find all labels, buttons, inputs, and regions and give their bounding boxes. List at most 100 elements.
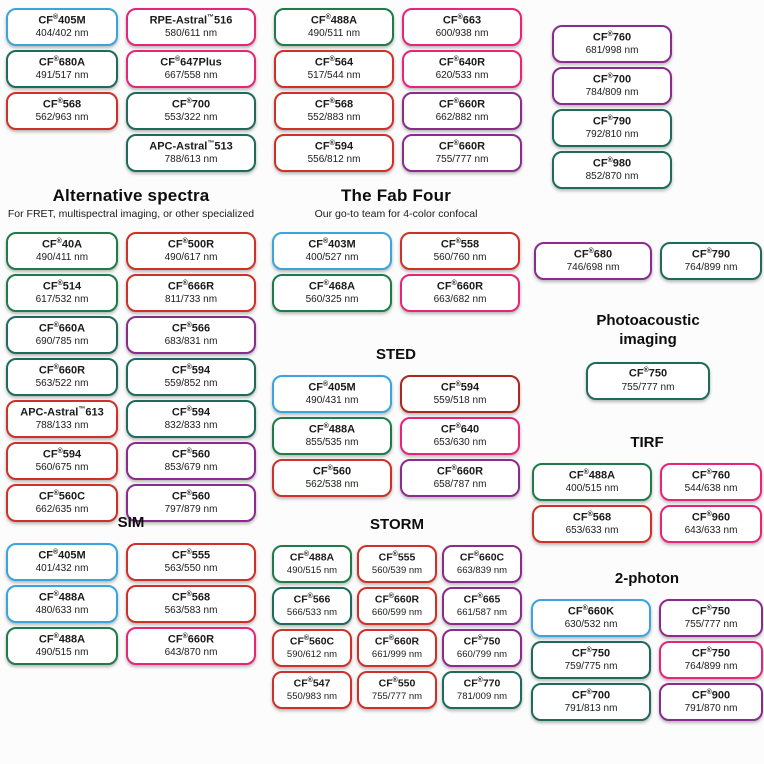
dye-name: CF®700 [571,688,611,702]
dye-name: CF®790 [592,114,632,128]
dye-name: CF®680 [573,247,613,261]
dye-wavelengths: 792/810 nm [585,129,639,141]
section-title: 2-photon [614,570,680,587]
dye-name: CF®900 [691,688,731,702]
dye-name: CF®700 [171,97,211,111]
dye-wavelengths: 620/533 nm [435,70,489,82]
section-title: The Fab Four [340,186,452,205]
dye-wavelengths: 643/633 nm [684,525,738,537]
dye-name: CF®660R [438,139,486,153]
dye-name: CF®660R [438,97,486,111]
section-fab-four: The Fab Four Our go-to team for 4-color … [272,186,520,312]
dye-wavelengths: 660/599 nm [371,607,423,619]
dye-wavelengths: 490/431 nm [305,395,359,407]
dye-wavelengths: 755/777 nm [621,381,675,393]
dye-name: CF®647Plus [160,55,222,69]
dye-wavelengths: 855/535 nm [305,437,359,449]
dye-wavelengths: 853/679 nm [164,462,218,474]
dye-wavelengths: 563/583 nm [164,605,218,617]
dye-wavelengths: 401/432 nm [35,563,89,575]
dye-name: CF®514 [42,279,82,293]
dye-wavelengths: 559/518 nm [433,395,487,407]
dye-name: CF®555 [378,551,416,564]
dye-wavelengths: 667/558 nm [164,70,218,82]
dye-name: CF®564 [314,55,354,69]
dye-wavelengths: 560/760 nm [433,252,487,264]
dye-wavelengths: 552/883 nm [307,112,361,124]
dye-wavelengths: 480/633 nm [35,605,89,617]
dye-name: CF®405M [308,380,356,394]
dye-name: CF®547 [293,677,331,690]
dye-name: CF®488A [289,551,335,564]
dye-name: CF®660K [567,604,615,618]
dye-wavelengths: 755/777 nm [684,619,738,631]
dye-name: CF®405M [38,548,86,562]
dye-wavelengths: 797/879 nm [164,504,218,516]
section-title: STORM [370,516,424,533]
dye-name: APC-Astral™613 [20,405,104,419]
dye-wavelengths: 852/870 nm [585,171,639,183]
dye-name: CF®560 [171,489,211,503]
dye-wavelengths: 556/812 nm [307,154,361,166]
dye-name: CF®594 [314,139,354,153]
dye-wavelengths: 784/809 nm [585,87,639,99]
dye-wavelengths: 600/938 nm [435,28,489,40]
dye-wavelengths: 550/983 nm [286,691,338,703]
dye-name: CF®660A [38,321,86,335]
dye-name: CF®663 [442,13,482,27]
dye-name: CF®980 [592,156,632,170]
dye-name: CF®660R [436,464,484,478]
